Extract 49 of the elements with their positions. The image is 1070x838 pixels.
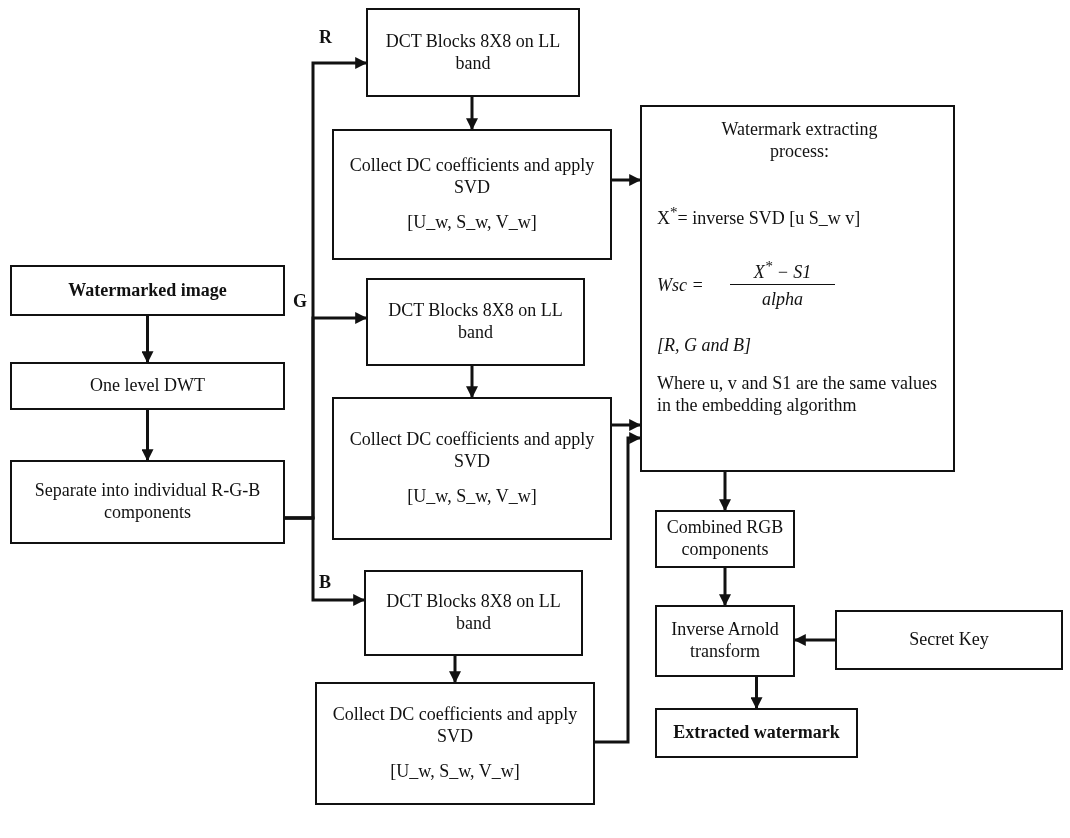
formula-text: alpha <box>761 289 804 311</box>
process-box <box>332 129 612 260</box>
process-box <box>655 605 795 677</box>
arrow <box>750 677 763 710</box>
arrow <box>612 174 642 186</box>
arrow <box>612 419 642 431</box>
formula-text: Wsc = <box>657 275 704 297</box>
box-label: Combined RGB components <box>665 517 785 561</box>
process-box <box>10 460 285 544</box>
box-label: Collect DC coefficients and apply SVD <box>331 704 579 748</box>
matrix-label: [U_w, S_w, V_w] <box>406 486 538 508</box>
process-text: Watermark extracting process: <box>720 119 879 163</box>
arrow <box>719 472 731 512</box>
box-label: DCT Blocks 8X8 on LL band <box>385 591 562 635</box>
matrix-label: [U_w, S_w, V_w] <box>406 212 538 234</box>
formula-text: X$^{*}$ − S1 <box>730 257 835 285</box>
box-label: One level DWT <box>89 375 206 397</box>
process-box <box>655 510 795 568</box>
arrow <box>285 516 366 606</box>
process-box <box>640 105 955 472</box>
output-box <box>655 708 858 758</box>
process-text: Where u, v and S1 are the same values in the embedding algorithm <box>657 373 937 417</box>
box-label: Collect DC coefficients and apply SVD <box>348 155 596 199</box>
arrow <box>466 97 478 131</box>
box-label: DCT Blocks 8X8 on LL band <box>387 300 564 344</box>
process-text: [R, G and B] <box>657 335 751 357</box>
arrow <box>719 568 731 607</box>
process-box <box>366 8 580 97</box>
process-box <box>332 397 612 540</box>
box-label: Separate into individual R-G-B components <box>33 480 262 524</box>
box-label: DCT Blocks 8X8 on LL band <box>384 30 562 75</box>
process-box <box>315 682 595 805</box>
box-label: Inverse Arnold transform <box>670 619 780 663</box>
process-box <box>835 610 1063 670</box>
process-box <box>366 278 585 366</box>
arrow <box>466 366 478 399</box>
process-box <box>364 570 583 656</box>
arrow <box>449 656 461 684</box>
arrow <box>595 432 642 744</box>
process-box <box>10 362 285 410</box>
arrow <box>141 410 154 462</box>
box-label: Secret Key <box>908 629 990 651</box>
matrix-label: [U_w, S_w, V_w] <box>389 761 521 783</box>
box-label: Watermarked image <box>67 279 228 302</box>
box-label: Collect DC coefficients and apply SVD <box>348 429 596 473</box>
input-box <box>10 265 285 316</box>
process-text: X$^{*}$= inverse SVD [u S_w v] <box>657 203 861 230</box>
box-label: Extracted watermark <box>672 722 841 744</box>
arrow <box>141 316 154 364</box>
